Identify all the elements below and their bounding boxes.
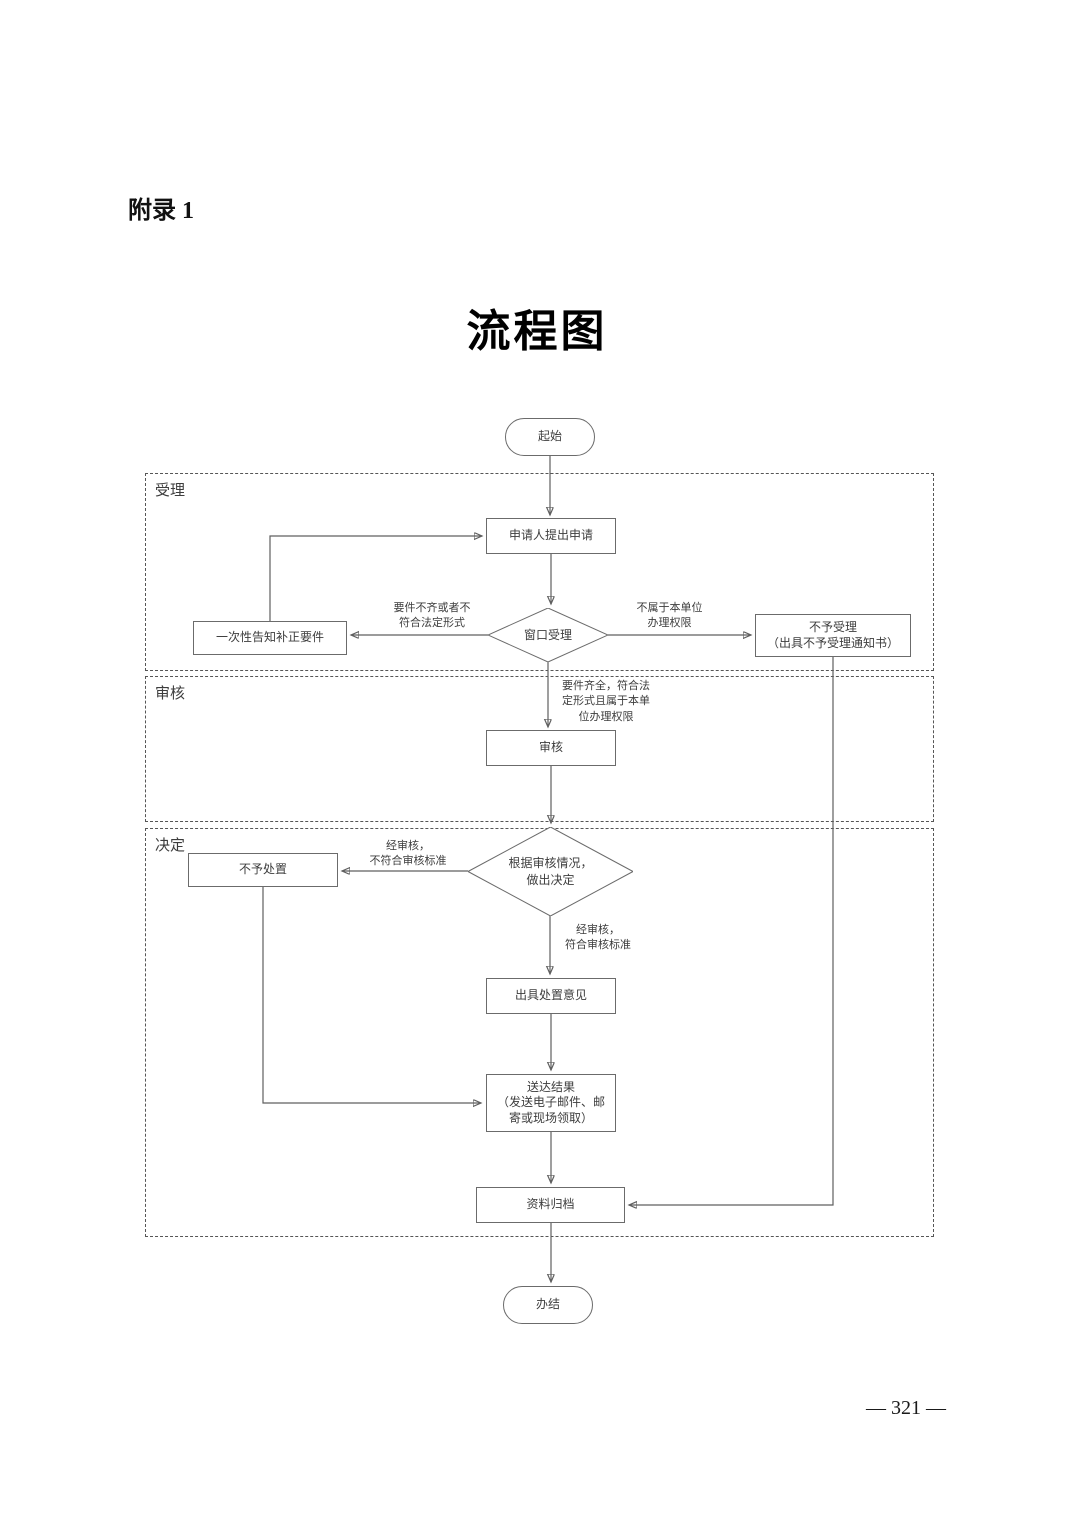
decision-make-decision-line1: 根据审核情况，	[508, 856, 593, 871]
label-incomplete-line2: 符合法定形式	[399, 616, 465, 630]
node-issue-opinion: 出具处置意见	[486, 978, 616, 1014]
diamond-shape	[468, 827, 633, 916]
node-no-action-label: 不予处置	[238, 862, 287, 877]
section-decision: 决定	[145, 828, 934, 1237]
diamond-shape	[488, 608, 608, 662]
decision-window-acceptance-label: 窗口受理	[523, 627, 572, 642]
node-reject-acceptance: 不予受理 （出具不予受理通知书）	[755, 614, 911, 657]
start-node-label: 起始	[537, 429, 562, 444]
label-incomplete-requirements: 要件不齐或者不 符合法定形式	[378, 600, 486, 631]
node-reject-acceptance-line2: （出具不予受理通知书）	[766, 635, 899, 650]
decision-window-acceptance: 窗口受理	[488, 608, 608, 662]
section-review: 审核	[145, 676, 934, 822]
label-review-fail: 经审核， 不符合审核标准	[358, 838, 458, 869]
label-complete-line3: 位办理权限	[578, 709, 634, 723]
section-acceptance-label: 受理	[155, 481, 186, 499]
arrow-noaction-to-deliver	[262, 887, 481, 1103]
arrow-notify-to-apply	[269, 536, 482, 621]
label-not-jurisdiction-line2: 办理权限	[647, 616, 692, 630]
node-deliver-result-line3: 寄或现场领取）	[508, 1110, 593, 1125]
node-deliver-result-line2: （发送电子邮件、邮	[496, 1095, 605, 1110]
decision-make-decision: 根据审核情况， 做出决定	[468, 827, 633, 916]
node-deliver-result: 送达结果 （发送电子邮件、邮 寄或现场领取）	[486, 1074, 616, 1132]
node-archive: 资料归档	[476, 1187, 625, 1223]
section-decision-label: 决定	[155, 836, 186, 854]
node-reject-acceptance-line1: 不予受理	[808, 619, 857, 634]
label-review-pass-line1: 经审核，	[576, 923, 620, 936]
page-number: — 321 —	[866, 1397, 946, 1419]
node-no-action: 不予处置	[188, 853, 338, 887]
label-complete-line1: 要件齐全，符合法	[562, 679, 650, 692]
label-complete-requirements: 要件齐全，符合法 定形式且属于本单 位办理权限	[550, 678, 662, 724]
node-archive-label: 资料归档	[526, 1197, 575, 1212]
node-notify-correction: 一次性告知补正要件	[193, 621, 347, 655]
label-review-fail-line2: 不符合审核标准	[369, 854, 447, 868]
page-title: 流程图	[466, 307, 608, 356]
label-not-jurisdiction-line1: 不属于本单位	[636, 601, 703, 614]
node-review: 审核	[486, 730, 616, 766]
node-issue-opinion-label: 出具处置意见	[514, 988, 587, 1003]
label-not-jurisdiction: 不属于本单位 办理权限	[622, 600, 717, 631]
node-apply: 申请人提出申请	[486, 518, 616, 554]
decision-make-decision-line2: 做出决定	[526, 872, 575, 887]
end-node: 办结	[503, 1286, 593, 1324]
appendix-label: 附录 1	[128, 198, 194, 224]
label-complete-line2: 定形式且属于本单	[562, 694, 650, 708]
arrow-reject-to-archive	[629, 657, 834, 1205]
label-review-fail-line1: 经审核，	[386, 839, 430, 852]
section-review-label: 审核	[155, 684, 186, 702]
decision-make-decision-label: 根据审核情况， 做出决定	[508, 855, 592, 887]
label-review-pass-line2: 符合审核标准	[565, 938, 631, 952]
section-acceptance: 受理	[145, 473, 934, 671]
node-notify-correction-label: 一次性告知补正要件	[215, 630, 324, 645]
start-node: 起始	[505, 418, 595, 456]
label-review-pass: 经审核， 符合审核标准	[552, 922, 644, 953]
node-review-label: 审核	[538, 740, 563, 755]
label-incomplete-line1: 要件不齐或者不	[393, 601, 471, 614]
node-deliver-result-line1: 送达结果	[526, 1079, 575, 1094]
node-apply-label: 申请人提出申请	[508, 528, 593, 543]
end-node-label: 办结	[535, 1297, 560, 1312]
